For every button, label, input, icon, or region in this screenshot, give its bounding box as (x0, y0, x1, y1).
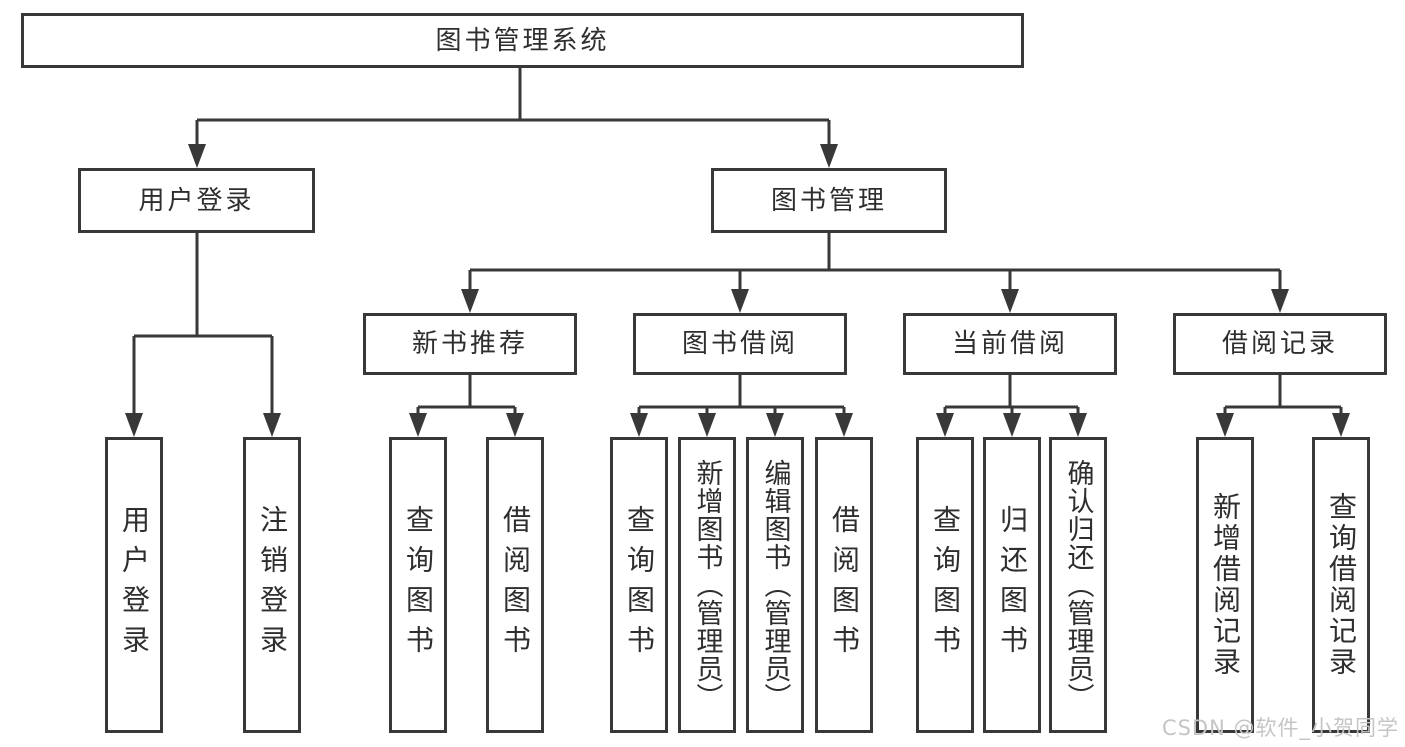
node-new-book-recommend-label: 新书推荐 (411, 329, 528, 359)
node-borrow-records-label: 借阅记录 (1221, 329, 1338, 359)
leaf-borrow-borrow-books: 借阅图书 (815, 437, 873, 733)
node-book-management: 图书管理 (711, 168, 947, 233)
leaf-newbook-borrow-books: 借阅图书 (486, 437, 544, 733)
leaf-records-query-record: 查询借阅记录 (1312, 437, 1370, 733)
leaf-borrow-query-books-label: 查询图书 (623, 505, 656, 665)
leaf-current-query-books-label: 查询图书 (929, 505, 962, 665)
node-root-system: 图书管理系统 (21, 13, 1024, 68)
leaf-current-query-books: 查询图书 (916, 437, 974, 733)
leaf-current-confirm-return-admin: 确认归还（管理员） (1049, 437, 1107, 733)
leaf-current-return-books: 归还图书 (983, 437, 1041, 733)
leaf-records-add-record: 新增借阅记录 (1196, 437, 1254, 733)
csdn-watermark: CSDN @软件_小贺同学 (1161, 716, 1399, 740)
node-user-login-label: 用户登录 (138, 185, 255, 216)
leaf-borrow-borrow-books-label: 借阅图书 (828, 505, 861, 665)
node-user-login: 用户登录 (78, 168, 315, 233)
node-new-book-recommend: 新书推荐 (363, 313, 577, 375)
node-borrow-records: 借阅记录 (1173, 313, 1387, 375)
leaf-user-login: 用户登录 (105, 437, 163, 733)
leaf-current-confirm-return-admin-label: 确认归还（管理员） (1062, 459, 1094, 711)
leaf-user-login-label: 用户登录 (118, 505, 151, 665)
leaf-newbook-query-books-label: 查询图书 (402, 505, 435, 665)
node-current-borrow-label: 当前借阅 (951, 329, 1068, 359)
leaf-borrow-add-books-admin-label: 新增图书（管理员） (691, 459, 723, 711)
leaf-logout-label: 注销登录 (256, 505, 289, 665)
leaf-borrow-edit-books-admin-label: 编辑图书（管理员） (759, 459, 791, 711)
node-current-borrow: 当前借阅 (903, 313, 1117, 375)
leaf-current-return-books-label: 归还图书 (996, 505, 1029, 665)
node-book-borrow: 图书借阅 (633, 313, 847, 375)
leaf-newbook-borrow-books-label: 借阅图书 (499, 505, 532, 665)
node-root-label: 图书管理系统 (435, 25, 610, 56)
leaf-records-add-record-label: 新增借阅记录 (1209, 492, 1242, 678)
leaf-records-query-record-label: 查询借阅记录 (1325, 492, 1358, 678)
leaf-newbook-query-books: 查询图书 (389, 437, 447, 733)
node-book-management-label: 图书管理 (770, 185, 887, 216)
leaf-borrow-add-books-admin: 新增图书（管理员） (678, 437, 736, 733)
leaf-borrow-query-books: 查询图书 (610, 437, 668, 733)
leaf-logout: 注销登录 (243, 437, 301, 733)
leaf-borrow-edit-books-admin: 编辑图书（管理员） (746, 437, 804, 733)
node-book-borrow-label: 图书借阅 (681, 329, 798, 359)
